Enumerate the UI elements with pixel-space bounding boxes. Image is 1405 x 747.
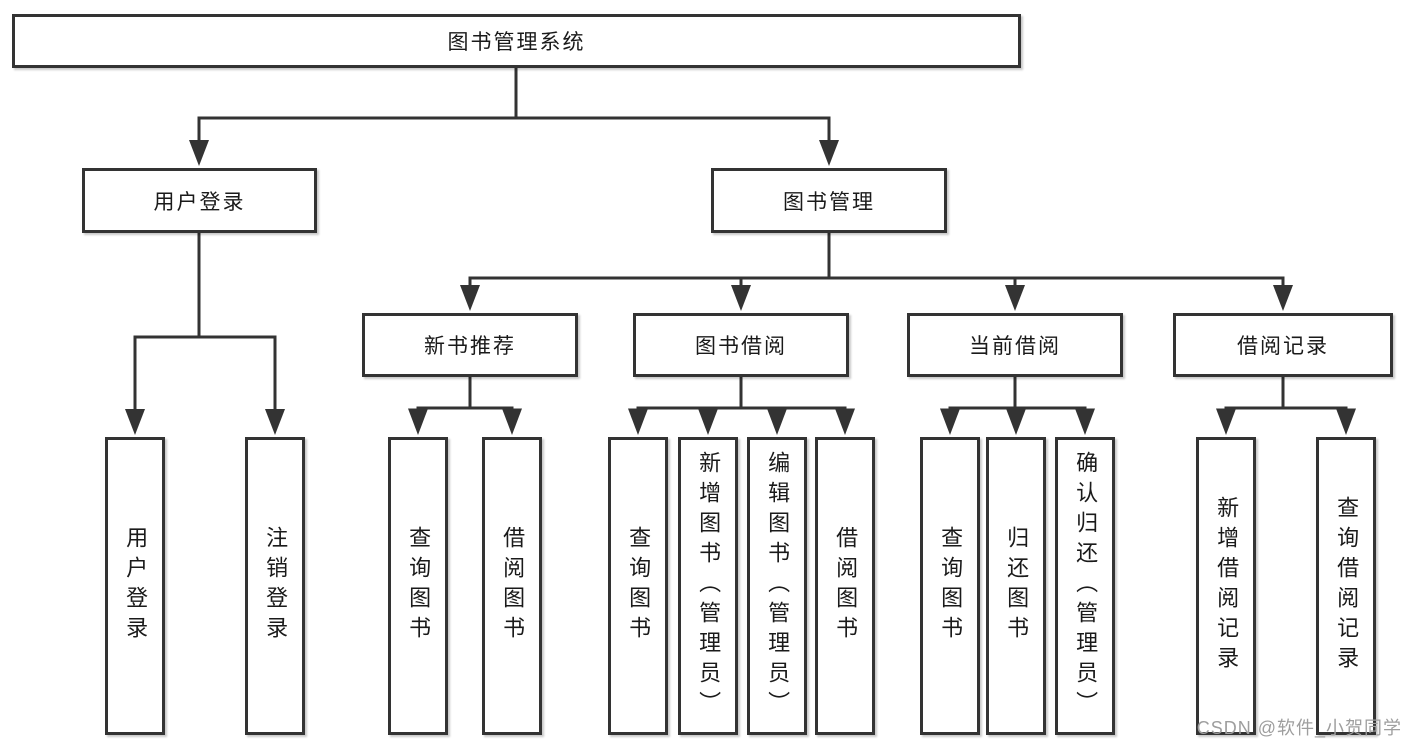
node-label: 当前借阅 [969, 335, 1061, 358]
connector-segments [133, 68, 1348, 410]
leaf-label: 确认归还（管理员） [1073, 451, 1099, 721]
leaf-logout-login: 注销登录 [245, 437, 305, 735]
leaf-label: 新增借阅记录 [1214, 496, 1240, 676]
leaf-query-borrow-record: 查询借阅记录 [1316, 437, 1376, 735]
leaf-borrow-books-recommend: 借阅图书 [482, 437, 542, 735]
leaf-label: 查询图书 [406, 526, 432, 646]
arrowheads [125, 140, 1356, 435]
node-library-management-system: 图书管理系统 [12, 14, 1021, 68]
leaf-label: 归还图书 [1004, 526, 1030, 646]
node-label: 借阅记录 [1237, 335, 1329, 358]
node-current-borrowing: 当前借阅 [907, 313, 1123, 377]
leaf-label: 借阅图书 [500, 526, 526, 646]
leaf-label: 借阅图书 [833, 526, 859, 646]
leaf-label: 注销登录 [263, 526, 289, 646]
csdn-watermark: CSDN @软件_小贺同学 [1196, 718, 1402, 738]
leaf-return-books: 归还图书 [986, 437, 1046, 735]
node-book-management: 图书管理 [711, 168, 947, 233]
leaf-borrow-books-borrowing: 借阅图书 [815, 437, 875, 735]
node-new-book-recommend: 新书推荐 [362, 313, 578, 377]
leaf-label: 查询借阅记录 [1334, 496, 1360, 676]
leaf-confirm-return-admin: 确认归还（管理员） [1055, 437, 1115, 735]
leaf-query-books-recommend: 查询图书 [388, 437, 448, 735]
node-user-login: 用户登录 [82, 168, 317, 233]
leaf-query-books-borrowing: 查询图书 [608, 437, 668, 735]
leaf-label: 用户登录 [123, 526, 149, 646]
node-label: 新书推荐 [424, 335, 516, 358]
leaf-edit-books-admin: 编辑图书（管理员） [747, 437, 807, 735]
node-label: 用户登录 [153, 190, 246, 214]
leaf-add-borrow-record: 新增借阅记录 [1196, 437, 1256, 735]
leaf-user-login: 用户登录 [105, 437, 165, 735]
node-book-borrowing: 图书借阅 [633, 313, 849, 377]
leaf-label: 编辑图书（管理员） [765, 451, 791, 721]
node-label: 图书管理系统 [447, 31, 586, 54]
leaf-label: 查询图书 [938, 526, 964, 646]
leaf-query-books-current: 查询图书 [920, 437, 980, 735]
node-borrow-records: 借阅记录 [1173, 313, 1393, 377]
leaf-label: 查询图书 [626, 526, 652, 646]
node-label: 图书管理 [783, 190, 875, 214]
leaf-add-books-admin: 新增图书（管理员） [678, 437, 738, 735]
node-label: 图书借阅 [695, 335, 787, 358]
leaf-label: 新增图书（管理员） [696, 451, 722, 721]
